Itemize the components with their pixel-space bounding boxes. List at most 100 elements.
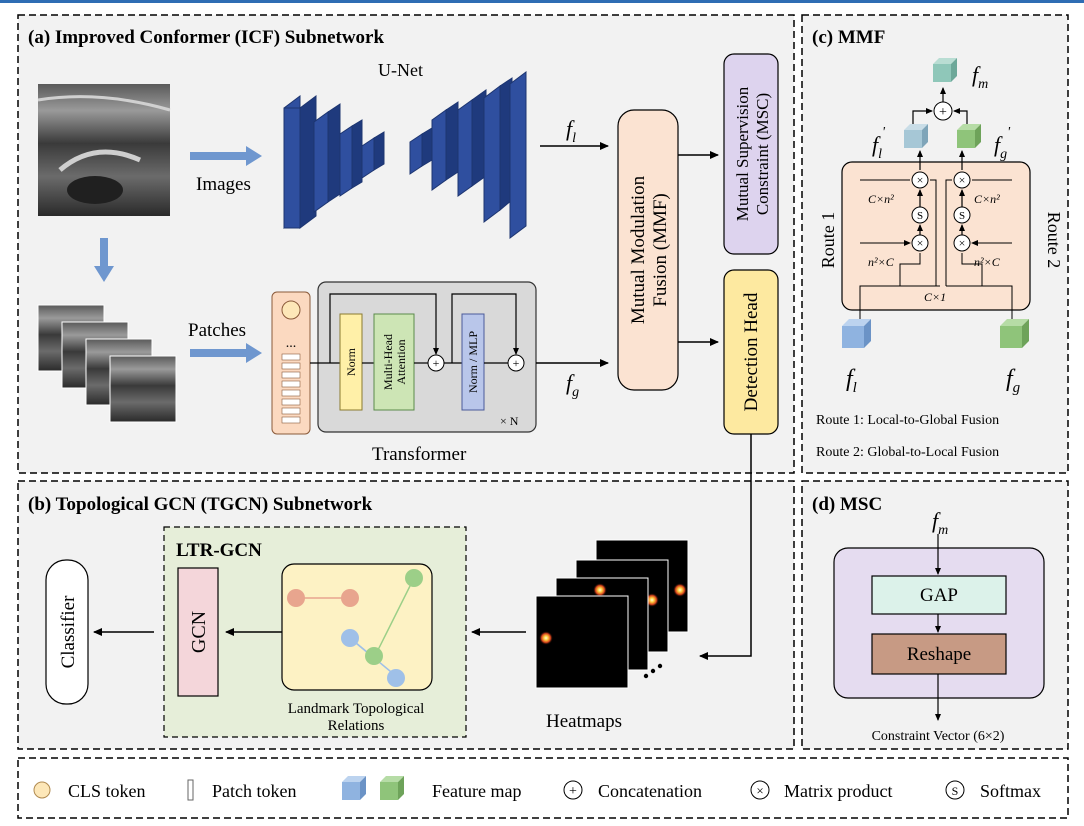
- patches-label: Patches: [188, 320, 246, 341]
- landmark-node: [365, 647, 383, 665]
- landmark-node: [387, 669, 405, 687]
- landmark-node: [341, 589, 359, 607]
- svg-text:S: S: [952, 784, 959, 798]
- gap-box: [871, 575, 1007, 615]
- softmax-icon: [945, 780, 965, 800]
- fl-label: fl: [566, 116, 576, 146]
- n2c-left-label: n²×C: [868, 255, 895, 269]
- panel-d-title: (d) MSC: [812, 494, 882, 515]
- head-to-heatmaps-arrow: [699, 434, 752, 660]
- svg-text:+: +: [939, 105, 947, 120]
- mha-label: Multi-HeadAttention: [381, 334, 408, 390]
- mlp-label: Norm / MLP: [466, 331, 480, 393]
- svg-text:S: S: [917, 210, 923, 222]
- heatmaps: [535, 539, 689, 689]
- legend-matrix-product: Matrix product: [784, 781, 892, 801]
- cn2-left-label: C×n²: [868, 192, 894, 206]
- msc-box: [723, 53, 779, 255]
- panel-b: (b) Topological GCN (TGCN) Subnetwork LT…: [17, 434, 795, 750]
- matrix-product-icon: [750, 780, 770, 800]
- fl-bottom-label: fl: [846, 366, 857, 396]
- gap-label: GAP: [920, 585, 958, 606]
- route1-label: Route 1: [818, 212, 838, 269]
- svg-text:×: ×: [917, 173, 924, 187]
- cn2-right-label: C×n²: [974, 192, 1000, 206]
- gcn-label: GCN: [188, 611, 210, 653]
- svg-text:...: ...: [286, 336, 297, 351]
- n2c-right-label: n²×C: [974, 255, 1001, 269]
- fl-prime-label: fl': [872, 125, 886, 162]
- svg-text:×: ×: [959, 173, 966, 187]
- landmark-node: [405, 569, 423, 587]
- panel-a: (a) Improved Conformer (ICF) Subnetwork …: [17, 14, 795, 474]
- patch-images: [37, 304, 177, 423]
- panel-c: (c) MMF fm + fl' fg' Route 1 Route 2: [801, 14, 1069, 474]
- svg-text:×: ×: [917, 236, 924, 250]
- relations-box: [281, 563, 433, 691]
- svg-text:+: +: [513, 356, 520, 370]
- legend-concatenation: Concatenation: [598, 781, 702, 801]
- heatmaps-label: Heatmaps: [546, 711, 622, 732]
- unet-label: U-Net: [378, 60, 423, 80]
- patches-arrow: [190, 343, 262, 363]
- fm-input-label: fm: [932, 508, 948, 538]
- cls-token-icon: [33, 781, 51, 799]
- ultrasound-image: [37, 84, 171, 216]
- top-rule: [0, 0, 1084, 3]
- classifier-box: [45, 559, 89, 705]
- legend-patch-token: Patch token: [212, 781, 296, 801]
- msc-panel-box: [833, 547, 1045, 699]
- svg-text:×: ×: [959, 236, 966, 250]
- route2-label: Route 2: [1044, 212, 1064, 269]
- images-arrow: [190, 146, 262, 166]
- c1-label: C×1: [924, 290, 946, 304]
- gcn-box: [177, 567, 219, 697]
- fl-cube: [842, 319, 871, 348]
- reshape-box: [871, 633, 1007, 675]
- svg-text:+: +: [433, 356, 440, 370]
- reshape-label: Reshape: [907, 644, 971, 665]
- classifier-label: Classifier: [58, 595, 79, 668]
- legend: CLS token Patch token Feature map + Conc…: [17, 757, 1069, 819]
- fg-label: fg: [566, 370, 579, 400]
- msc-label: Mutual SupervisionConstraint (MSC): [733, 86, 772, 221]
- svg-text:+: +: [569, 784, 577, 799]
- mmf-label: Mutual ModulationFusion (MMF): [628, 175, 671, 324]
- down-arrow: [94, 238, 114, 282]
- legend-feature-map: Feature map: [432, 781, 521, 801]
- detection-head-label: Detection Head: [741, 292, 762, 411]
- fg-prime-cube: [957, 124, 981, 148]
- unet-encoder: [283, 95, 385, 229]
- landmark-node: [287, 589, 305, 607]
- concatenation-icon: [563, 780, 583, 800]
- route2-desc: Route 2: Global-to-Local Fusion: [816, 445, 999, 460]
- svg-text:S: S: [959, 210, 965, 222]
- fg-prime-label: fg': [994, 125, 1011, 162]
- mmf-box: [617, 109, 679, 391]
- transformer-label: Transformer: [372, 444, 467, 465]
- legend-softmax: Softmax: [980, 781, 1041, 801]
- panel-c-title: (c) MMF: [812, 27, 885, 48]
- route1-desc: Route 1: Local-to-Global Fusion: [816, 413, 999, 428]
- patch-token-icon: [187, 779, 194, 801]
- svg-text:×: ×: [756, 783, 763, 798]
- fg-cube: [1000, 319, 1029, 348]
- panel-a-title: (a) Improved Conformer (ICF) Subnetwork: [28, 27, 384, 48]
- unet-decoder: [409, 71, 527, 239]
- feature-map-icon: [342, 776, 404, 800]
- ltr-gcn-title: LTR-GCN: [176, 540, 262, 561]
- repeat-label: × N: [500, 414, 519, 428]
- images-label: Images: [196, 174, 251, 195]
- fl-prime-cube: [904, 124, 928, 148]
- legend-cls-token: CLS token: [68, 781, 146, 801]
- constraint-vector-label: Constraint Vector (6×2): [872, 729, 1005, 744]
- panel-b-title: (b) Topological GCN (TGCN) Subnetwork: [28, 494, 373, 515]
- fm-cube: [933, 58, 957, 82]
- norm-label: Norm: [344, 347, 358, 376]
- token-column: ...: [271, 291, 311, 435]
- panel-d: (d) MSC fm GAP Reshape Constraint Vector…: [801, 480, 1069, 750]
- fm-label: fm: [972, 62, 988, 92]
- landmark-node: [341, 629, 359, 647]
